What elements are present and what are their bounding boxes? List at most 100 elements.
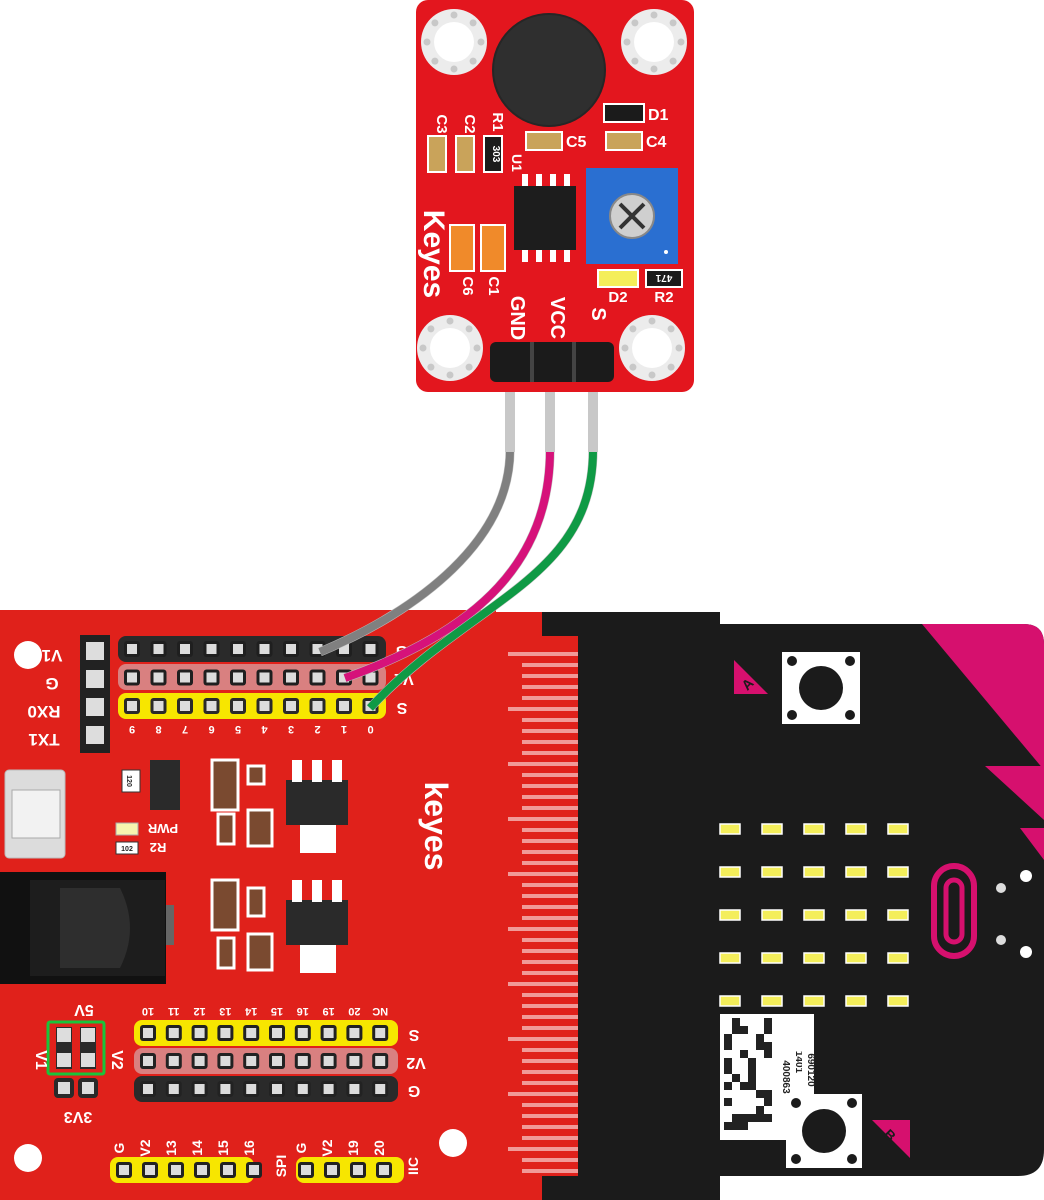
bottom-pin-number: 12 <box>193 1005 205 1017</box>
bottom-pin-number: 20 <box>348 1005 360 1017</box>
cap-c1 <box>480 224 506 272</box>
strip-label: G <box>293 1142 309 1153</box>
edge-finger <box>522 916 578 920</box>
capacitor <box>246 932 274 972</box>
pin-label-s: S <box>587 307 609 320</box>
jumper-label-v2: V2 <box>108 1050 125 1070</box>
label-c2: C2 <box>461 114 478 133</box>
edge-finger <box>522 883 578 887</box>
label-c3: C3 <box>433 114 450 133</box>
sound-sensor-module: D1 C5 C4 C3 C2 303 R1 U1 C6 C1 Keyes D2 … <box>416 0 694 392</box>
r2-code: 102 <box>121 846 133 853</box>
edge-finger <box>522 806 578 810</box>
left-pin <box>86 726 104 744</box>
edge-finger <box>522 795 578 799</box>
top-pin-number: 3 <box>288 723 294 735</box>
led <box>719 909 741 921</box>
sticker-line-2: 1401 <box>793 1051 804 1074</box>
res-code: 120 <box>125 775 132 787</box>
bottom-pin-number: 19 <box>322 1005 334 1017</box>
led <box>719 866 741 878</box>
button-a[interactable] <box>782 652 860 724</box>
top-pin-number: 1 <box>341 723 347 735</box>
wire-gnd <box>318 449 514 656</box>
edge-finger <box>522 1004 578 1008</box>
wire-vcc <box>343 449 554 682</box>
edge-finger <box>522 1059 578 1063</box>
top-pin-number: 7 <box>182 723 188 735</box>
edge-finger <box>508 762 578 766</box>
label-r2: R2 <box>654 289 673 306</box>
mount-hole <box>14 1144 42 1172</box>
pwr-label: PWR <box>147 821 178 836</box>
r2-label: R2 <box>150 840 167 855</box>
pin-label-tx1: TX1 <box>28 730 59 749</box>
regulator-top <box>286 780 348 825</box>
led <box>719 952 741 964</box>
bottom-pin-number: 15 <box>271 1005 283 1017</box>
sensor-brand: Keyes <box>417 210 450 298</box>
led <box>845 909 867 921</box>
led <box>719 823 741 835</box>
bottom-pin-number: 10 <box>142 1005 154 1017</box>
wires <box>318 378 598 712</box>
strip-label: 15 <box>215 1140 231 1156</box>
led <box>761 909 783 921</box>
top-pin-number: 4 <box>261 723 268 735</box>
resistor-r2 <box>645 269 683 288</box>
regulator-bottom <box>286 900 348 945</box>
label-d1: D1 <box>648 107 669 124</box>
button-b[interactable] <box>786 1094 862 1168</box>
led <box>887 909 909 921</box>
cap-c4 <box>605 131 643 151</box>
led <box>761 952 783 964</box>
led <box>845 866 867 878</box>
capacitor <box>246 808 274 848</box>
label-r1-code: 303 <box>490 146 501 163</box>
edge-finger <box>522 938 578 942</box>
led <box>803 995 825 1007</box>
led <box>887 823 909 835</box>
edge-finger <box>508 1147 578 1151</box>
led <box>845 952 867 964</box>
edge-finger <box>522 685 578 689</box>
led <box>761 995 783 1007</box>
jumper-label-v1: V1 <box>32 1050 49 1070</box>
connector-slot <box>578 612 720 1200</box>
led <box>803 952 825 964</box>
led <box>761 823 783 835</box>
strip-label: IIC <box>405 1157 421 1175</box>
edge-finger <box>522 663 578 667</box>
label-r1: R1 <box>489 112 506 131</box>
jumper-block <box>46 1020 106 1076</box>
bottom-pin-number: NC <box>372 1005 388 1017</box>
led <box>803 823 825 835</box>
edge-finger <box>508 982 578 986</box>
edge-finger <box>522 1070 578 1074</box>
capacitor <box>210 878 240 932</box>
edge-finger <box>522 971 578 975</box>
edge-finger <box>508 707 578 711</box>
led <box>845 995 867 1007</box>
edge-finger <box>522 905 578 909</box>
cap-c2 <box>455 135 475 173</box>
pin-label-rx0: RX0 <box>27 702 60 721</box>
pin-label-v1: V1 <box>42 646 63 665</box>
led <box>803 866 825 878</box>
edge-finger <box>522 1114 578 1118</box>
bottom-label-s: S <box>408 1026 419 1043</box>
mount-hole <box>439 1129 467 1157</box>
edge-finger <box>522 1048 578 1052</box>
sticker-line-1: 400863 <box>780 1060 791 1094</box>
label-c1: C1 <box>485 276 502 295</box>
edge-finger <box>522 1136 578 1140</box>
edge-finger <box>522 1015 578 1019</box>
top-pin-number: 9 <box>129 723 135 735</box>
pin-label-gnd: GND <box>506 296 528 340</box>
magenta-corner <box>922 624 1044 770</box>
edge-finger <box>508 1092 578 1096</box>
bottom-pin-number: 14 <box>244 1005 257 1017</box>
edge-finger <box>522 894 578 898</box>
